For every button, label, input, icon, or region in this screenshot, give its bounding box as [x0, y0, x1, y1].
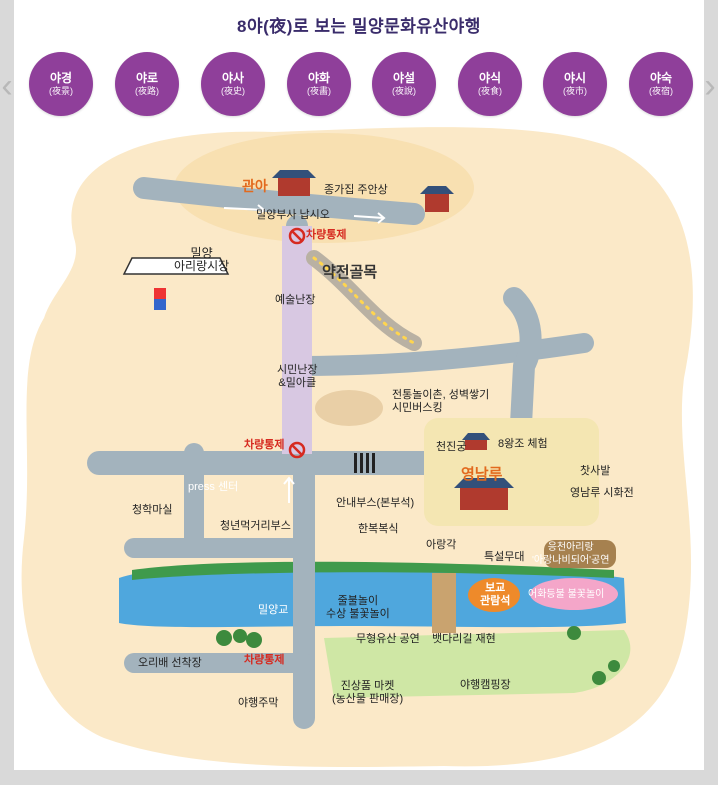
boat-bridge-label: 뱃다리길 재현 [432, 633, 496, 645]
boat-bridge [432, 573, 456, 633]
next-arrow-icon[interactable]: › [704, 67, 716, 105]
tab-hanja: (夜路) [135, 86, 159, 96]
gwana-building [272, 170, 316, 178]
tab-yasa[interactable]: 야사(夜史) [201, 52, 265, 116]
tab-label: 야로 [135, 71, 159, 85]
press-center-label: press 센터 [188, 481, 239, 493]
special-stage-label: 특설무대 [484, 551, 525, 563]
tab-yasik[interactable]: 야식(夜食) [458, 52, 522, 116]
eungcheon-stage [544, 540, 616, 568]
cheonjingung-label: 천진궁 [436, 441, 467, 453]
tab-yasuk[interactable]: 야숙(夜宿) [629, 52, 693, 116]
night-camping-label: 야행캠핑장 [460, 679, 511, 691]
hanbok-label: 한복복식 [358, 523, 399, 535]
tab-label: 야시 [563, 71, 587, 85]
no-entry-icon [288, 441, 306, 459]
gate-building [420, 186, 454, 194]
tab-yasi[interactable]: 야시(夜市) [543, 52, 607, 116]
tab-hanja: (夜市) [563, 86, 587, 96]
yeongnamru-area [424, 418, 599, 526]
tab-bar: 야경(夜景) 야로(夜路) 야사(夜史) 야화(夜畵) 야설(夜說) 야식(夜食… [29, 52, 699, 118]
tab-hanja: (夜景) [49, 86, 73, 96]
traffic-control-label: 차량통제 [244, 654, 285, 666]
market-lane [282, 226, 312, 454]
viewing-seats-label: 보교 관람석 [480, 582, 511, 607]
jonggajip-label: 종가집 주안상 [324, 184, 388, 196]
tab-hanja: (夜宿) [649, 86, 673, 96]
tab-yaseol[interactable]: 야설(夜說) [372, 52, 436, 116]
tab-label: 야숙 [649, 71, 673, 85]
fire-play-label: 줄불놀이 수상 불꽃놀이 [326, 595, 390, 620]
tab-yaro[interactable]: 야로(夜路) [115, 52, 179, 116]
direction-arrow [223, 204, 266, 216]
tab-label: 야경 [49, 71, 73, 85]
no-entry-icon [288, 227, 306, 245]
tab-label: 야식 [478, 71, 502, 85]
tab-hanja: (夜畵) [307, 86, 331, 96]
info-booth-label: 안내부스(본부석) [336, 497, 415, 509]
tab-label: 야설 [392, 71, 416, 85]
crosswalk [354, 453, 375, 473]
night-pub-label: 야행주막 [238, 697, 279, 709]
roads [87, 177, 596, 729]
gwana-label: 관아 [242, 178, 268, 194]
direction-arrow [353, 212, 386, 224]
tab-label: 야사 [221, 71, 245, 85]
yeongnamru-label: 영남루 [461, 466, 503, 483]
king8-label: 8왕조 체험 [498, 438, 548, 450]
traffic-control-label: 차량통제 [244, 439, 285, 451]
eungcheon-label: 응천아리랑 '아랑나비되어'공연 [532, 542, 610, 566]
lantern-play-label: 어화등불 불꽃놀이 [528, 589, 605, 600]
milyanggyo-label: 밀양교 [258, 604, 289, 616]
citizen-market-label: 시민난장 &밀아클 [277, 364, 318, 389]
arirang-market-sign [122, 257, 230, 275]
tea-bar-label: 찻사발 [580, 465, 611, 477]
direction-arrow [283, 476, 295, 503]
prev-arrow-icon[interactable]: ‹ [1, 67, 13, 105]
viewing-seats [468, 578, 520, 612]
tab-hanja: (夜食) [478, 86, 502, 96]
tab-yagyeong[interactable]: 야경(夜景) [29, 52, 93, 116]
youth-street-label: 청년먹거리부스 [220, 520, 291, 532]
arirang-market-label: 밀양 아리랑시장 [174, 246, 230, 273]
tab-label: 야화 [307, 71, 331, 85]
milyang-busa-label: 밀양부사 납시오 [256, 209, 330, 221]
north-bank [132, 561, 614, 580]
art-market-label: 예술난장 [275, 294, 316, 306]
festival-map [21, 127, 693, 767]
folk-plaza [315, 390, 383, 426]
intangible-label: 무형유산 공연 [356, 633, 420, 645]
trees [216, 626, 620, 685]
page-title: 8야(夜)로 보는 밀양문화유산야행 [237, 17, 481, 36]
tab-yahwa[interactable]: 야화(夜畵) [287, 52, 351, 116]
folk-village-label: 전통놀이촌, 성벽쌓기 시민버스킹 [392, 389, 490, 414]
yakjeon-alley-label: 약전골목 [322, 264, 378, 281]
yeongnamru-pavilion [454, 478, 514, 488]
tab-hanja: (夜說) [392, 86, 416, 96]
tab-hanja: (夜史) [221, 86, 245, 96]
lantern-zone [530, 578, 618, 610]
duck-boat-label: 오리배 선착장 [138, 657, 202, 669]
arang-label: 아랑각 [426, 539, 457, 551]
page: 8야(夜)로 보는 밀양문화유산야행 야경(夜景) 야로(夜路) 야사(夜史) … [14, 0, 704, 770]
traffic-control-label: 차량통제 [306, 229, 347, 241]
local-market-label: 진상품 마켓 (농산물 판매장) [332, 680, 404, 705]
south-bank-park [324, 630, 631, 698]
cheonghak-label: 청학마실 [132, 504, 173, 516]
poetry-label: 영남루 시화전 [570, 487, 634, 499]
